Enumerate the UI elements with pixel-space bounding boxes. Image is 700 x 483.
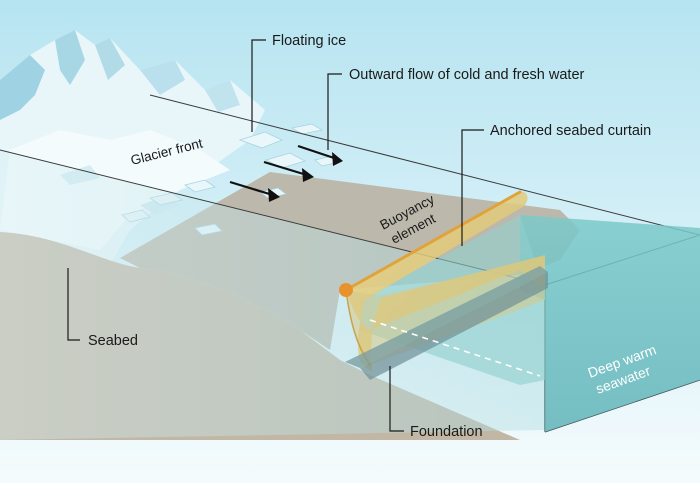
dashed-water-line [369,319,541,377]
label-outward-flow: Outward flow of cold and fresh water [349,67,585,83]
label-foundation: Foundation [410,424,483,440]
label-seabed: Seabed [88,333,138,349]
flow-arrows [229,144,343,202]
foundation-structure [345,266,548,380]
buoyancy-element-dot [339,283,353,297]
label-anchored-curtain: Anchored seabed curtain [490,123,651,139]
water-box-front [0,150,545,440]
deep-water-region [520,215,700,432]
label-floating-ice: Floating ice [272,33,346,49]
leader-lines [67,39,484,432]
